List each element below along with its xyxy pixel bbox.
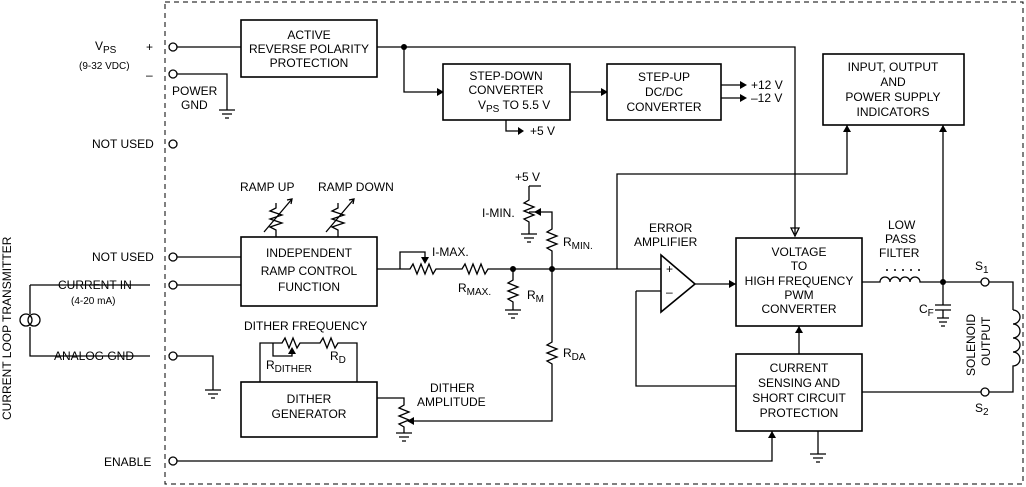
filter-inductor-icon	[862, 276, 983, 283]
block-step-up-converter: STEP-UP DC/DC CONVERTER	[606, 63, 722, 121]
block-ramp-control: INDEPENDENT RAMP CONTROL FUNCTION	[240, 236, 378, 307]
label-r-d: RD	[330, 349, 346, 366]
svg-text:(9-32 VDC): (9-32 VDC)	[79, 61, 130, 72]
label-low-pass-1: LOW	[888, 218, 916, 232]
label-r-m: RM	[527, 288, 544, 305]
label-solenoid-2: OUTPUT	[979, 316, 993, 366]
svg-text:CONVERTER: CONVERTER	[626, 100, 701, 114]
block-dither-generator: DITHER GENERATOR	[240, 381, 378, 438]
svg-text:INDEPENDENT: INDEPENDENT	[266, 246, 353, 260]
label-r-dither: RDITHER	[266, 358, 312, 375]
svg-text:STEP-UP: STEP-UP	[638, 70, 690, 84]
ramp-down-resistor-icon	[325, 198, 355, 237]
svg-text:–: –	[666, 285, 673, 299]
label-dither-amplitude-2: AMPLITUDE	[417, 395, 486, 409]
terminal-current-in	[168, 280, 178, 290]
filter-capacitor-icon	[935, 282, 951, 327]
label-i-max: I-MAX.	[432, 245, 469, 259]
ground-icon-power	[219, 109, 235, 119]
svg-text:PROTECTION: PROTECTION	[270, 56, 349, 70]
svg-text:INPUT, OUTPUT: INPUT, OUTPUT	[848, 60, 939, 74]
svg-text:CONVERTER: CONVERTER	[761, 302, 836, 316]
svg-text:INDICATORS: INDICATORS	[857, 105, 930, 119]
label-i-min: I-MIN.	[482, 206, 515, 220]
label-minus-12v: –12 V	[751, 91, 782, 105]
block-pwm-converter: VOLTAGE TO HIGH FREQUENCY PWM CONVERTER	[735, 237, 863, 327]
svg-text:+: +	[666, 262, 673, 276]
label-cf: CF	[919, 302, 934, 319]
svg-text:REVERSE POLARITY: REVERSE POLARITY	[249, 42, 369, 56]
label-dither-amplitude-1: DITHER	[430, 381, 475, 395]
svg-text:+: +	[146, 40, 153, 54]
pin-enable: ENABLE	[104, 455, 151, 469]
svg-text:ACTIVE: ACTIVE	[287, 28, 330, 42]
label-solenoid-1: SOLENOID	[964, 314, 978, 376]
svg-text:STEP-DOWN: STEP-DOWN	[469, 69, 542, 83]
svg-text:TO: TO	[791, 259, 807, 273]
label-dither-frequency: DITHER FREQUENCY	[244, 319, 367, 333]
svg-text:CONVERTER: CONVERTER	[468, 83, 543, 97]
svg-text:DC/DC: DC/DC	[645, 85, 683, 99]
module-boundary	[164, 1, 1024, 485]
block-reverse-polarity: ACTIVE REVERSE POLARITY PROTECTION	[240, 19, 378, 78]
label-ramp-up: RAMP UP	[240, 180, 294, 194]
svg-text:PWM: PWM	[784, 288, 813, 302]
svg-text:VPS: VPS	[95, 39, 117, 56]
terminal-not-used-1	[168, 139, 178, 149]
pin-vps: VPS (9-32 VDC) + –	[79, 39, 178, 82]
ground-icon-analog	[205, 389, 221, 399]
svg-text:SHORT CIRCUIT: SHORT CIRCUIT	[752, 391, 846, 405]
label-s1: S1	[975, 259, 989, 276]
label-r-max: RMAX.	[458, 281, 491, 298]
pin-current-in: CURRENT IN (4-20 mA)	[58, 278, 132, 307]
pin-not-used-1: NOT USED	[92, 137, 154, 151]
svg-text:POWER SUPPLY: POWER SUPPLY	[845, 90, 940, 104]
svg-text:HIGH FREQUENCY: HIGH FREQUENCY	[745, 274, 854, 288]
terminal-s2	[980, 387, 990, 397]
terminal-analog-gnd	[168, 351, 178, 361]
terminal-enable	[168, 456, 178, 466]
svg-text:GND: GND	[181, 98, 208, 112]
pin-not-used-2: NOT USED	[92, 250, 154, 264]
svg-text:PROTECTION: PROTECTION	[760, 406, 839, 420]
error-amplifier: + –	[660, 253, 697, 314]
block-current-sensing: CURRENT SENSING AND SHORT CIRCUIT PROTEC…	[735, 353, 863, 432]
terminal-vps-plus	[168, 42, 178, 52]
svg-text:–: –	[146, 68, 153, 82]
label-plus-5v-out: +5 V	[530, 124, 555, 138]
current-source-icon	[19, 284, 150, 357]
label-low-pass-2: PASS	[885, 232, 916, 246]
terminal-s1	[980, 277, 990, 287]
block-step-down-converter: STEP-DOWN CONVERTER VPS TO 5.5 V	[442, 63, 571, 121]
svg-text:GENERATOR: GENERATOR	[272, 407, 347, 421]
label-error-amp-1: ERROR	[649, 221, 693, 235]
label-error-amp-2: AMPLIFIER	[634, 235, 698, 249]
svg-text:DITHER: DITHER	[287, 392, 332, 406]
terminal-vps-minus	[168, 69, 178, 79]
svg-text:VPS TO 5.5 V: VPS TO 5.5 V	[478, 98, 550, 115]
svg-text:CURRENT: CURRENT	[770, 361, 829, 375]
svg-text:VOLTAGE: VOLTAGE	[772, 245, 827, 259]
label-s2: S2	[975, 401, 989, 418]
terminal-not-used-2	[168, 252, 178, 262]
svg-text:(4-20 mA): (4-20 mA)	[71, 296, 115, 307]
svg-text:AND: AND	[880, 75, 906, 89]
label-low-pass-3: FILTER	[879, 246, 920, 260]
svg-text:RAMP CONTROL: RAMP CONTROL	[261, 264, 358, 278]
label-plus-12v: +12 V	[751, 78, 783, 92]
svg-text:FUNCTION: FUNCTION	[278, 280, 340, 294]
label-ramp-down: RAMP DOWN	[318, 180, 394, 194]
svg-text:SENSING AND: SENSING AND	[758, 376, 840, 390]
solenoid-coil-icon	[1012, 309, 1021, 368]
transmitter-label: CURRENT LOOP TRANSMITTER	[0, 236, 14, 420]
block-indicators: INPUT, OUTPUT AND POWER SUPPLY INDICATOR…	[822, 53, 965, 126]
filter-dots-icon	[886, 269, 920, 271]
label-r-da: RDA	[563, 346, 586, 363]
svg-text:POWER: POWER	[172, 84, 218, 98]
pin-power-gnd: POWER GND	[172, 84, 218, 112]
ramp-up-resistor-icon	[263, 198, 293, 237]
label-r-min: RMIN.	[563, 235, 593, 252]
label-plus-5v-top: +5 V	[515, 170, 540, 184]
